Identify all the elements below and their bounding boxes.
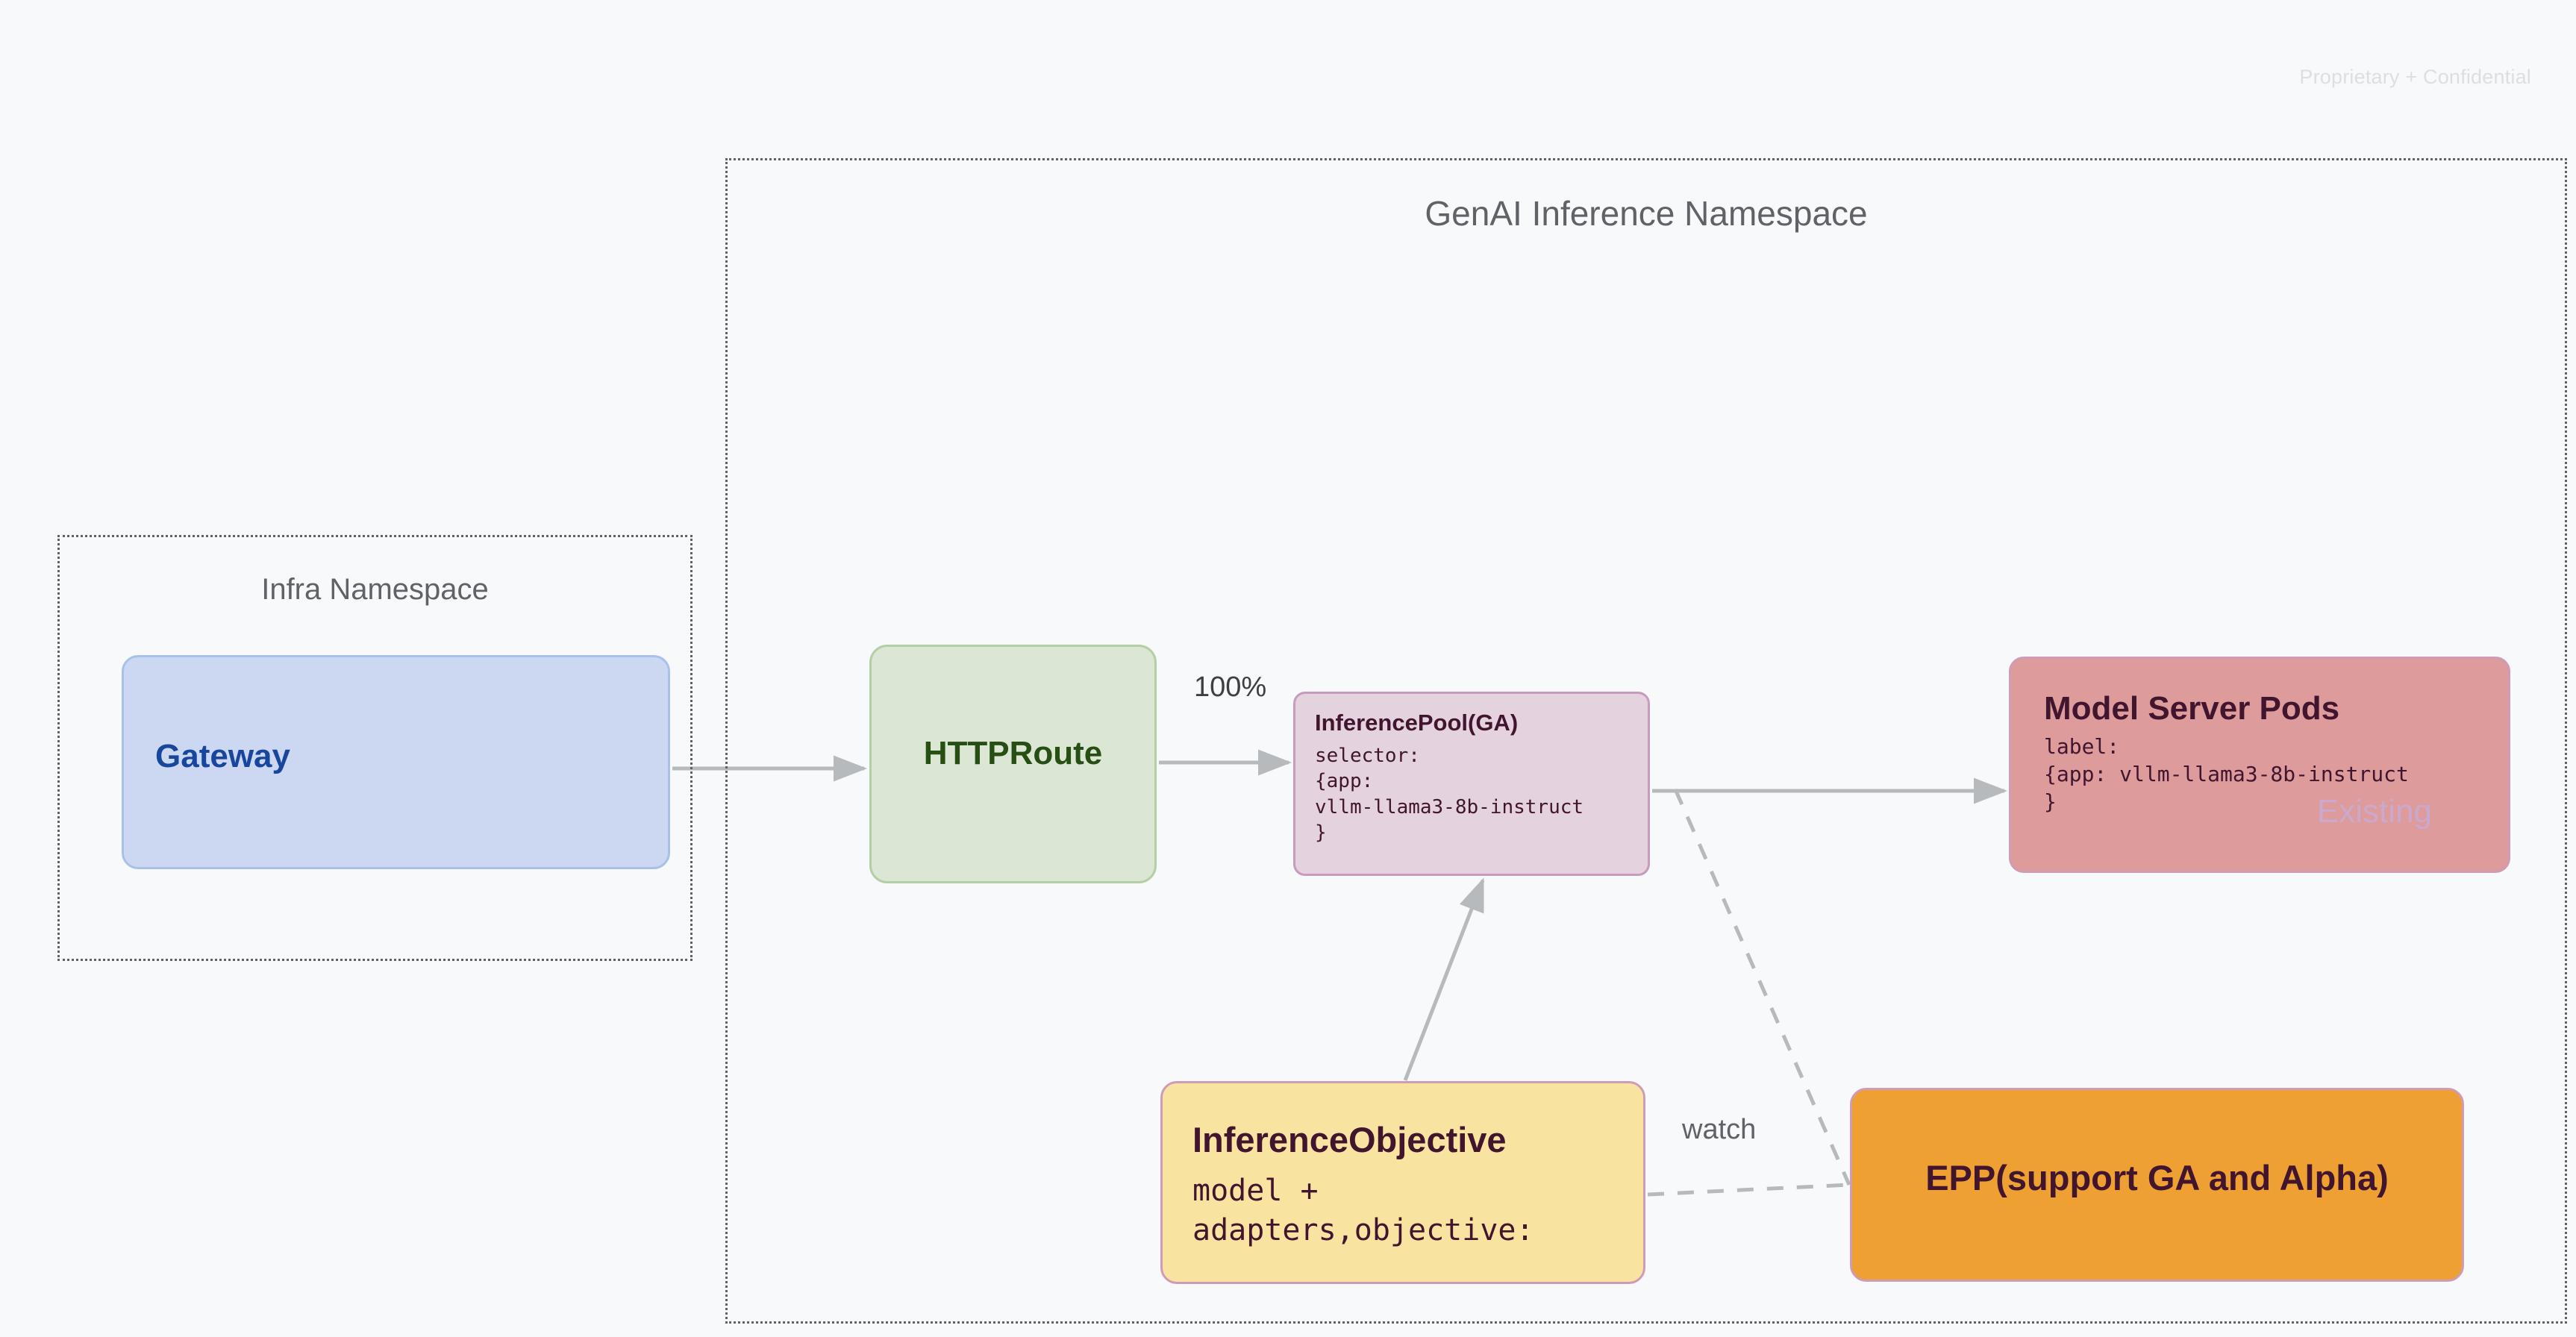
node-epp[interactable]: EPP(support GA and Alpha) — [1850, 1088, 2464, 1282]
inferencepool-selector: selector: {app: vllm-llama3-8b-instruct … — [1315, 745, 1584, 844]
gateway-title: Gateway — [155, 738, 290, 774]
model-server-pods-title: Model Server Pods — [2044, 690, 2340, 727]
edge-label-traffic-weight: 100% — [1194, 671, 1267, 703]
httproute-title: HTTPRoute — [923, 735, 1103, 771]
inferencepool-title: InferencePool(GA) — [1315, 710, 1519, 736]
edge-label-watch: watch — [1682, 1114, 1757, 1145]
node-gateway[interactable]: Gateway — [122, 655, 670, 869]
existing-badge: Existing — [2316, 793, 2432, 830]
inferenceobjective-spec: model + adapters,objective: — [1192, 1174, 1534, 1247]
confidentiality-watermark: Proprietary + Confidential — [2299, 66, 2531, 88]
inferenceobjective-title: InferenceObjective — [1192, 1120, 1507, 1159]
node-model-server-pods[interactable]: Model Server Pods label: {app: vllm-llam… — [2009, 657, 2510, 873]
node-inferenceobjective[interactable]: InferenceObjective model + adapters,obje… — [1160, 1081, 1645, 1284]
model-server-pods-label: label: {app: vllm-llama3-8b-instruct } — [2044, 734, 2409, 814]
epp-title: EPP(support GA and Alpha) — [1925, 1158, 2389, 1197]
namespace-infra-title: Infra Namespace — [261, 573, 489, 606]
node-inferencepool[interactable]: InferencePool(GA) selector: {app: vllm-l… — [1293, 692, 1650, 876]
node-httproute[interactable]: HTTPRoute — [869, 645, 1157, 883]
namespace-genai-title: GenAI Inference Namespace — [1425, 194, 1868, 233]
namespace-infra: Infra Namespace — [57, 535, 693, 961]
namespace-genai-inference: GenAI Inference Namespace — [725, 158, 2567, 1324]
